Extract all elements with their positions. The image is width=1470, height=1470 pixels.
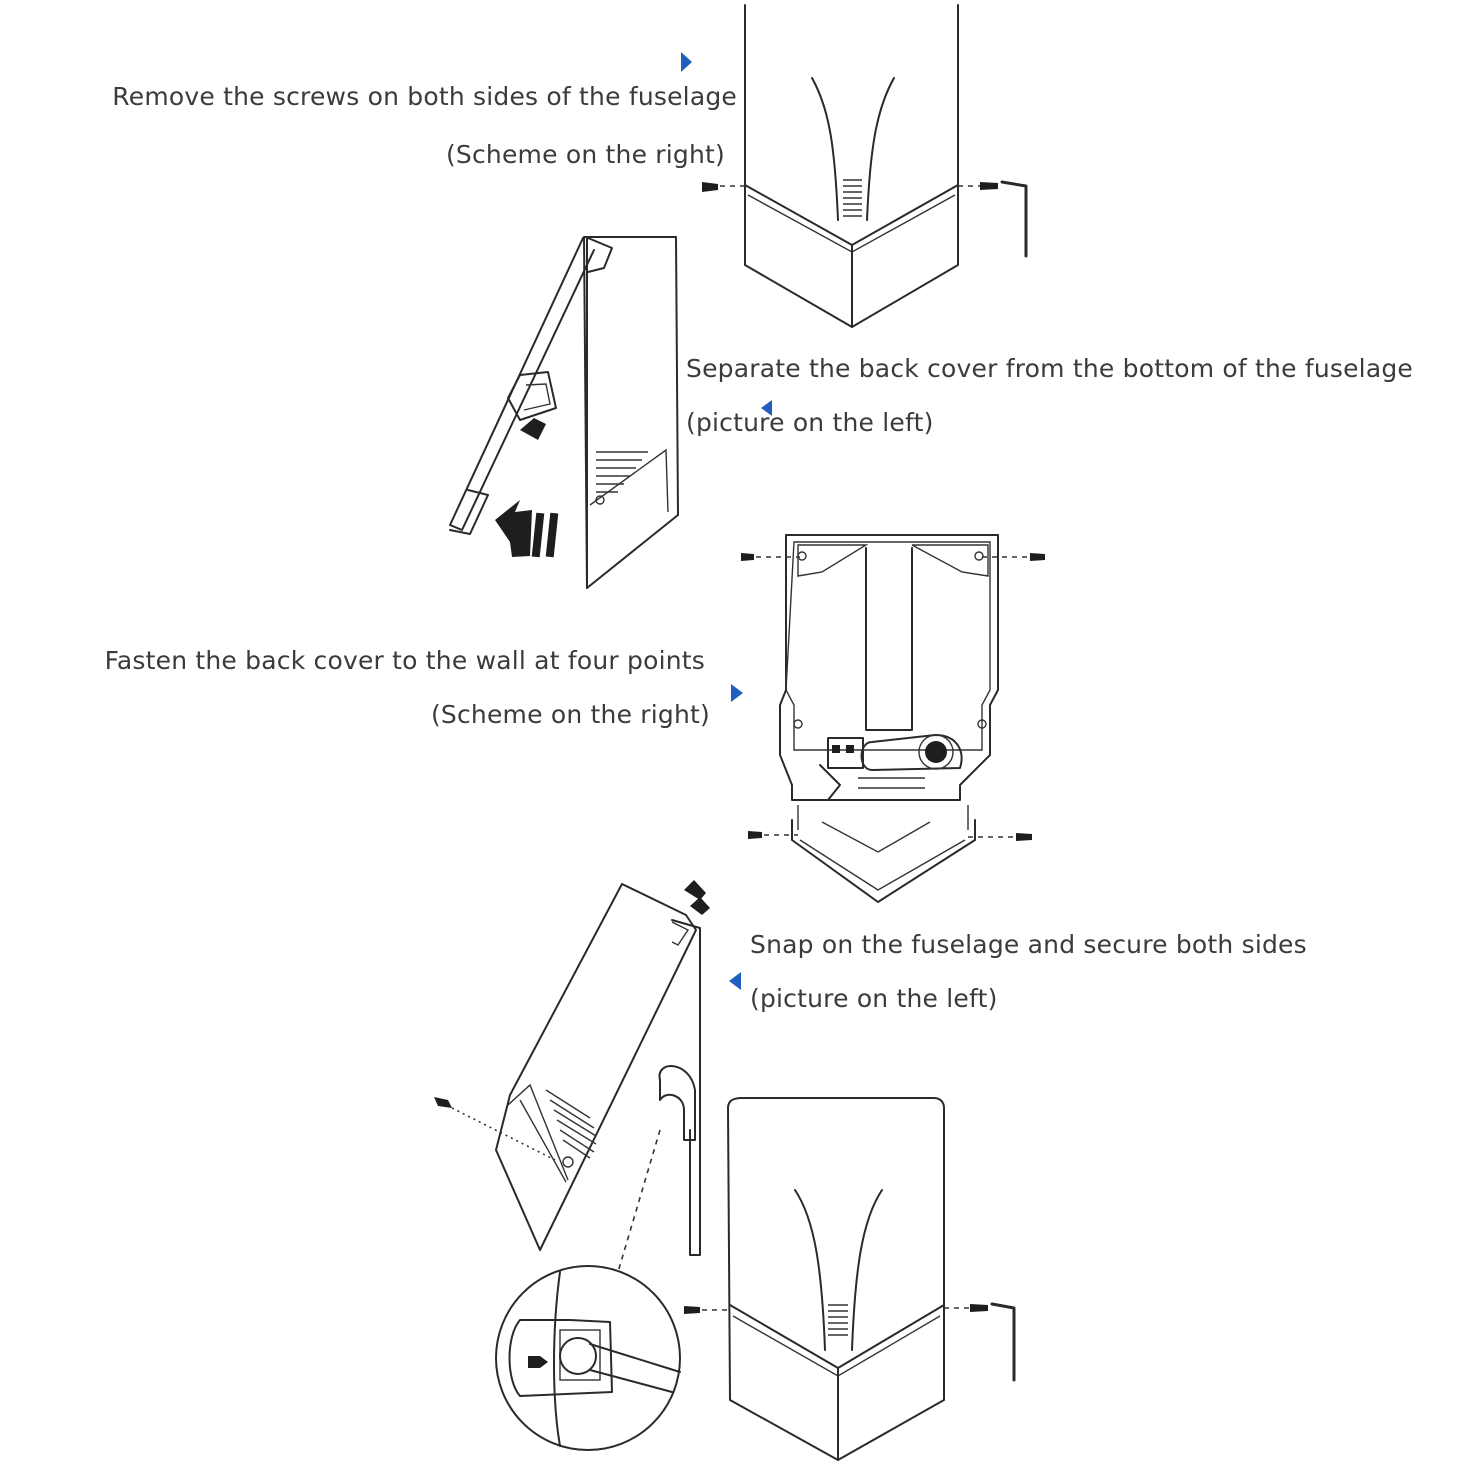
step4-instruction: Snap on the fuselage and secure both sid… <box>750 930 1307 959</box>
screw-icon <box>684 1306 730 1314</box>
screw-icon <box>958 182 998 190</box>
screw-icon <box>748 831 798 839</box>
step3-instruction: Fasten the back cover to the wall at fou… <box>104 646 705 675</box>
step3-reference: (Scheme on the right) <box>430 700 710 729</box>
screw-icon <box>944 1304 988 1312</box>
allen-key-icon <box>990 1302 1016 1382</box>
step2-instruction: Separate the back cover from the bottom … <box>686 354 1413 383</box>
push-arrow-icon <box>528 1356 548 1368</box>
pointer-right-icon <box>681 52 692 72</box>
step2-reference: (picture on the left) <box>686 408 934 437</box>
dryer-side-open <box>449 236 679 589</box>
screw-icon <box>434 1097 556 1161</box>
vent-slots <box>828 1304 848 1336</box>
dryer-front-bottom <box>684 1097 1016 1461</box>
step4-reference: (picture on the left) <box>750 984 998 1013</box>
push-arrow-icon <box>684 880 710 915</box>
back-cover-plate <box>741 534 1045 903</box>
push-arrow-icon <box>520 418 546 440</box>
detail-magnifier <box>495 1265 681 1451</box>
step1-instruction: Remove the screws on both sides of the f… <box>112 82 737 111</box>
vent-slots <box>595 451 648 505</box>
screw-icon <box>741 553 800 561</box>
screw-icon <box>982 553 1045 561</box>
vent-slots <box>545 1089 597 1168</box>
pointer-left-icon <box>761 400 772 416</box>
dryer-side-closing <box>434 880 710 1451</box>
pointer-right-icon <box>731 684 743 702</box>
pointer-left-icon <box>729 972 741 990</box>
screw-icon <box>968 833 1032 841</box>
push-arrow-icon <box>495 500 559 558</box>
vent-slots <box>843 179 862 217</box>
dryer-front-top <box>702 4 1028 328</box>
step1-reference: (Scheme on the right) <box>445 140 725 169</box>
screw-icon <box>702 182 745 192</box>
allen-key-icon <box>1000 180 1028 258</box>
